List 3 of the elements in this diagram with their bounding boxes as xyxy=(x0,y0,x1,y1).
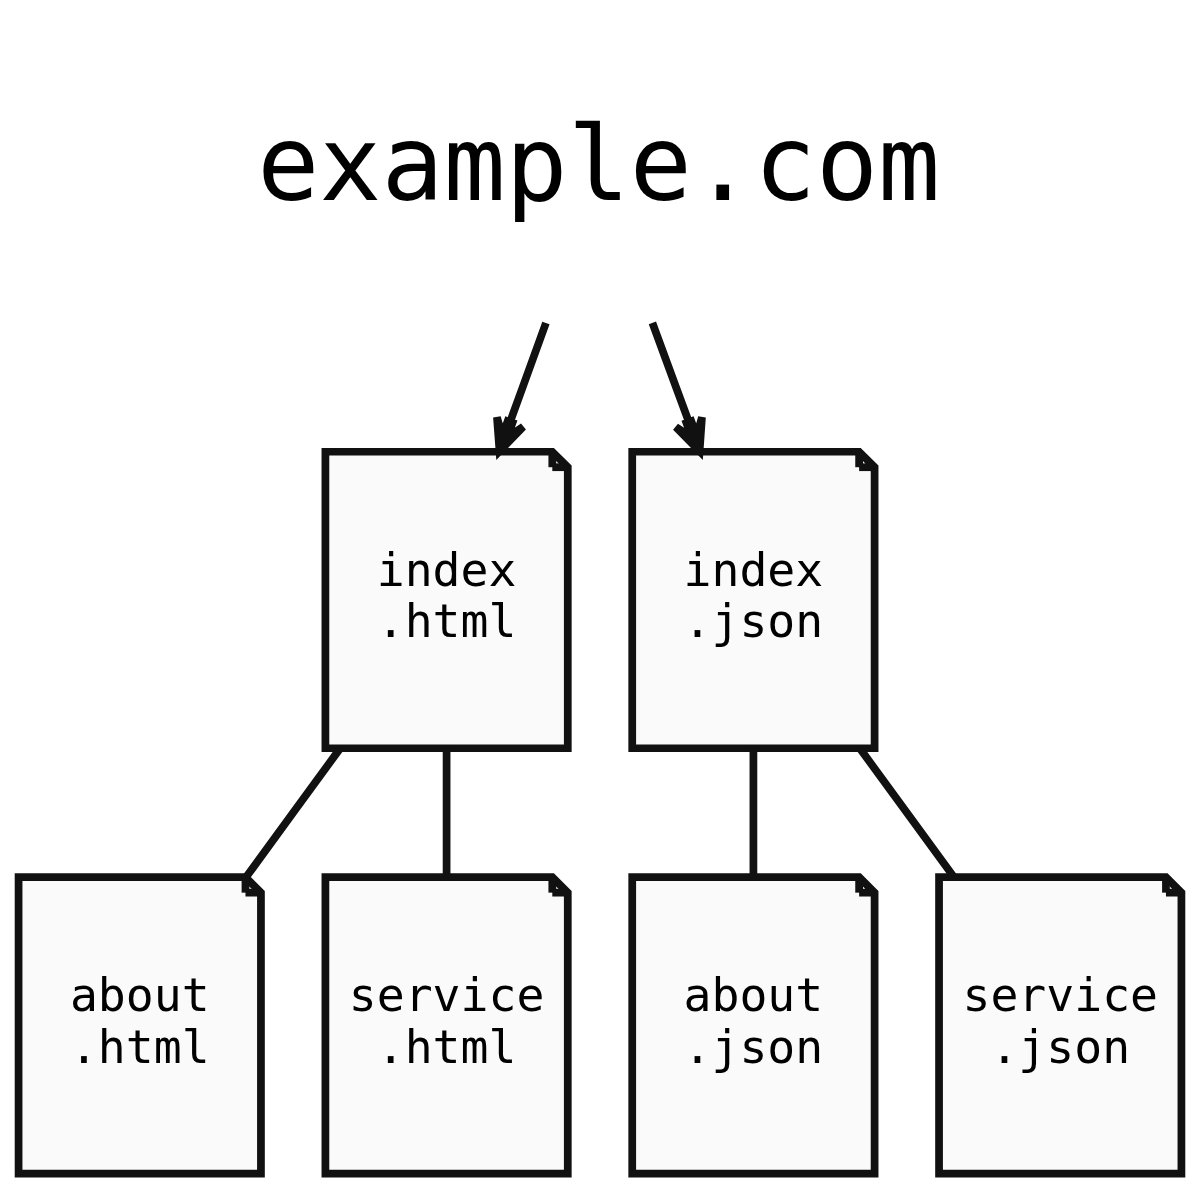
connector xyxy=(442,748,451,877)
connector xyxy=(749,748,758,877)
node-text: example.com xyxy=(257,104,941,225)
